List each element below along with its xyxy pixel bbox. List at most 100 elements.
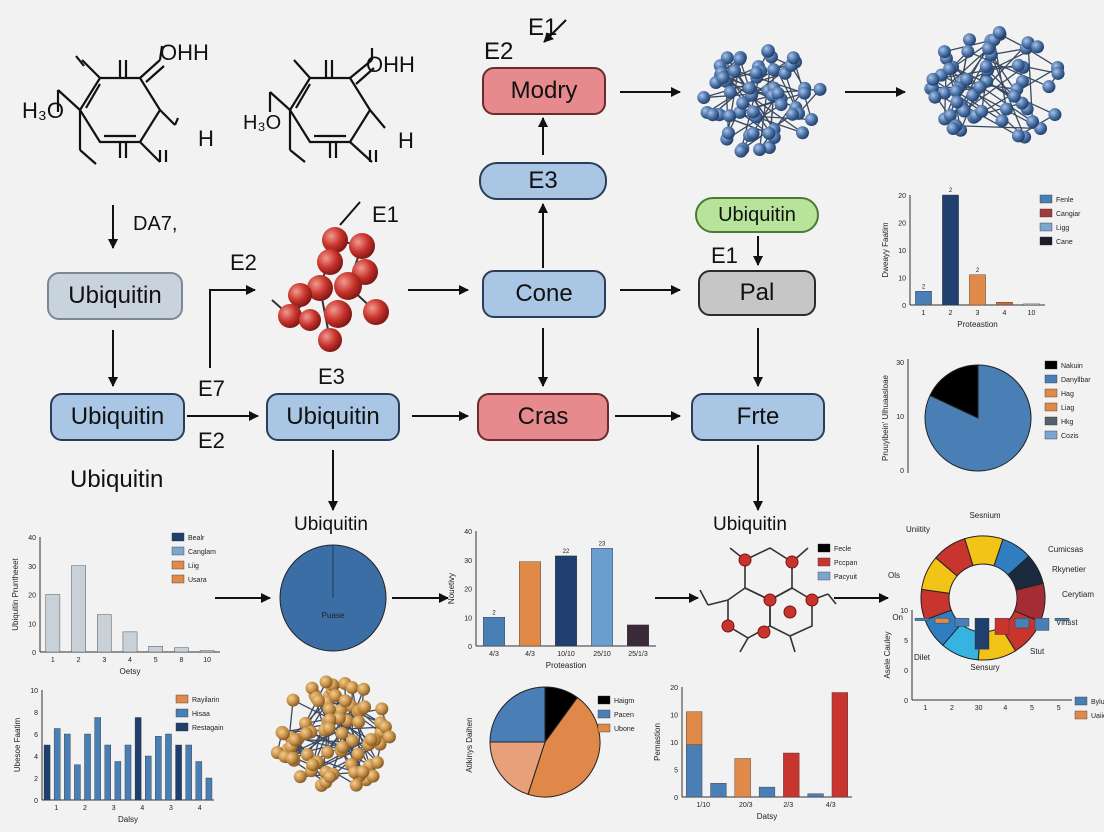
node-cras[interactable]: Cras (477, 393, 609, 441)
node-ubiquitin-left[interactable]: Ubiquitin (47, 272, 183, 320)
legend-label: Bylu (1091, 699, 1104, 706)
legend-swatch (1044, 430, 1058, 440)
bar-stack (686, 711, 703, 745)
bar (97, 614, 112, 653)
bar (53, 728, 61, 801)
legend-label: Cozis (1061, 433, 1079, 440)
cluster-link (963, 66, 1024, 112)
cluster-sphere (753, 143, 767, 157)
bar (710, 783, 727, 798)
blue-protein-network-left (697, 44, 827, 158)
cluster-sphere (357, 682, 371, 696)
cluster-sphere (973, 80, 987, 94)
legend-swatch (1044, 416, 1058, 426)
legend-label: Hisaa (192, 711, 210, 718)
cluster-sphere (319, 675, 333, 689)
cluster-sphere (960, 72, 974, 86)
legend-label: Canglam (188, 549, 216, 556)
legend-label: Fecle (834, 546, 851, 553)
node-ubiquitin-row2-mid[interactable]: Ubiquitin (266, 393, 400, 441)
cluster-sphere (293, 770, 307, 784)
x-tick-label: 3 (976, 310, 980, 317)
node-frte[interactable]: Frte (691, 393, 825, 441)
y-tick-label: 10 (898, 276, 906, 283)
cluster-sphere (721, 126, 735, 140)
x-tick-label: 20/3 (739, 802, 753, 809)
cluster-sphere (1051, 66, 1065, 80)
x-tick-label: 5 (1030, 705, 1034, 712)
y-tick-label: 40 (464, 529, 472, 536)
y-tick-label: 20 (898, 193, 906, 200)
node-ubiquitin-row2-left[interactable]: Ubiquitin (50, 393, 185, 441)
node-modry[interactable]: Modry (482, 67, 606, 115)
molecule1-oh-label: OHH (160, 40, 209, 65)
cluster-sphere (771, 86, 785, 100)
node-cone[interactable]: Cone (482, 270, 606, 318)
y-axis-title: Ubiquitin Pruntheeet (11, 557, 20, 630)
node-e3-top[interactable]: E3 (479, 162, 607, 200)
cluster-sphere (981, 41, 995, 55)
bar-label: 2 (492, 610, 496, 616)
bar (205, 777, 213, 801)
cluster-sphere (746, 105, 760, 119)
y-tick-label: 2 (34, 776, 38, 783)
bar (519, 561, 542, 647)
legend-swatch (171, 532, 185, 542)
legend-label: Ubone (614, 726, 635, 733)
legend-swatch (817, 571, 831, 581)
y-tick-label: 8 (34, 710, 38, 717)
cluster-sphere (963, 33, 977, 47)
y-tick-label: 0 (904, 668, 908, 675)
x-tick-label: 2 (949, 310, 953, 317)
y-tick-label: 10 (898, 248, 906, 255)
cluster-sphere (734, 144, 748, 158)
pie-chart: Pruuyibein' Ulhuaasloae30100NakuinDanyll… (881, 359, 1091, 475)
cluster-sphere (975, 104, 989, 118)
bar (114, 761, 122, 801)
legend-label: Cangiar (1056, 211, 1081, 218)
donut-label: Ols (888, 571, 900, 580)
blue-protein-network-right (924, 25, 1065, 144)
y-tick-label: 0 (34, 798, 38, 805)
y-tick-label: 20 (28, 593, 36, 600)
x-tick-label: 4 (128, 657, 132, 664)
legend-swatch (175, 708, 189, 718)
node-ubiquitin-green[interactable]: Ubiquitin (695, 197, 819, 233)
y-tick-label: 10 (670, 713, 678, 720)
cluster-sphere (349, 778, 363, 792)
bar (43, 744, 51, 801)
bar (807, 793, 824, 798)
cluster-sphere (351, 747, 365, 761)
legend-swatch (175, 722, 189, 732)
x-tick-label: 10 (1028, 310, 1036, 317)
cluster-sphere (358, 700, 372, 714)
cluster-sphere (946, 122, 960, 136)
legend-label: Ligg (1056, 225, 1069, 232)
donut-label: Cerytiam (1062, 590, 1094, 599)
legend-label: Hag (1061, 391, 1074, 398)
y-tick-label: 6 (34, 732, 38, 739)
legend-label: Pccpan (834, 560, 857, 567)
cluster-sphere (722, 109, 736, 123)
bar (104, 744, 111, 801)
donut-label: Rkynetier (1052, 565, 1086, 574)
x-axis-title: Datsy (757, 812, 777, 821)
x-axis-title: Dalsy (118, 815, 138, 824)
bar (199, 650, 215, 653)
donut-label: Stut (1030, 647, 1045, 656)
cluster-sphere (761, 44, 775, 58)
pie-center-label: Puase (322, 611, 345, 620)
y-axis-title: Pruuyibein' Ulhuaasloae (881, 374, 890, 461)
y-tick-label: 0 (902, 303, 906, 310)
label-e2-top: E2 (484, 38, 514, 65)
bar (148, 646, 163, 653)
node-pal[interactable]: Pal (698, 270, 816, 316)
bar (1023, 303, 1040, 306)
cluster-sphere (926, 72, 940, 86)
bar (165, 733, 172, 801)
cluster-sphere (1011, 58, 1025, 72)
bar (134, 717, 142, 801)
molecule-structure-right (268, 48, 386, 163)
